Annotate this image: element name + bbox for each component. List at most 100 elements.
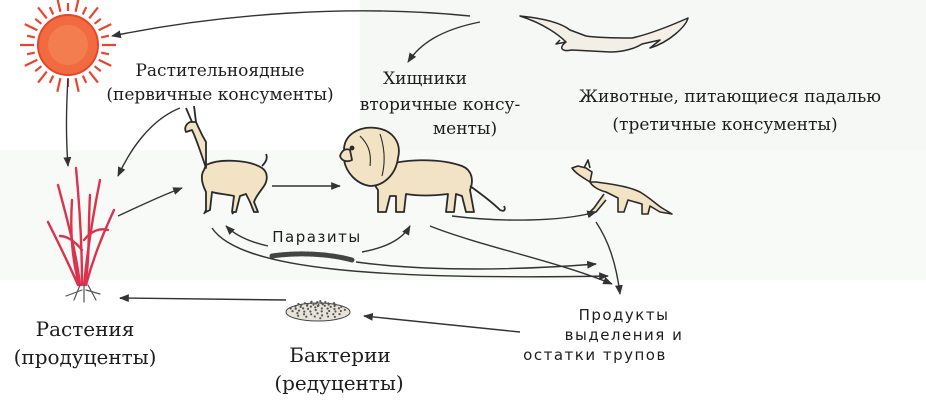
bacteria-dot [319, 300, 322, 303]
sun-ray [34, 17, 43, 25]
bacteria-dot [332, 313, 335, 316]
bacteria-dot [314, 308, 317, 312]
sun-ray [88, 70, 99, 84]
bacteria-dot [327, 315, 330, 318]
sun-ray [100, 51, 110, 56]
waste-label-line2: выделения и [564, 326, 684, 344]
bacteria-dot [326, 312, 329, 315]
bacteria-dot [317, 303, 320, 307]
bacteria-dot [297, 302, 300, 306]
herbivores-title: Растительноядные [135, 61, 305, 81]
predators-subtitle-line1: вторичные консу- [359, 95, 521, 115]
bacteria-dot [327, 302, 330, 305]
sun-ray [48, 75, 55, 84]
arrow-parasite-to-herbivore [225, 225, 269, 247]
bacteria-dot [312, 303, 315, 306]
bacteria-dot [294, 307, 297, 310]
plants-title: Растения [35, 317, 135, 341]
bacteria-dot [303, 302, 307, 305]
bacteria-dot [291, 310, 294, 313]
lion-icon [339, 126, 506, 213]
predators-title: Хищники [383, 69, 467, 89]
bacteria-title: Бактерии [289, 343, 391, 367]
bacteria-dot [320, 314, 324, 317]
arrow-plant-to-herbivore [117, 187, 183, 217]
bacteria-dot [296, 312, 299, 315]
sun-ray [26, 51, 36, 56]
bacteria-dot [334, 310, 337, 313]
arrow-herb-label-to-plant [117, 107, 181, 177]
bacteria-dot [309, 310, 312, 313]
bacteria-dot [294, 305, 297, 308]
bacteria-dot [306, 307, 310, 311]
sun-ray [74, 77, 80, 93]
sun-ray [37, 6, 48, 20]
bacteria-dot [306, 303, 309, 306]
bacteria-dot [339, 309, 342, 313]
arrow-sun-to-plant [63, 77, 72, 167]
bacteria-dot [314, 306, 317, 309]
sun-ray [24, 23, 38, 32]
bacteria-dot [328, 309, 331, 313]
scavengers-subtitle: (третичные консументы) [612, 115, 838, 135]
plants-subtitle: (продуценты) [13, 345, 157, 369]
sun-ray [56, 77, 62, 93]
sun-ray [26, 34, 36, 39]
arrow-predator-to-scavenger [451, 210, 597, 221]
bacteria-dot [310, 300, 313, 303]
bacteria-dot [313, 315, 316, 318]
antelope-icon [184, 105, 268, 215]
sun-ray [98, 58, 112, 67]
sun-ray [98, 23, 112, 32]
sun-ray [56, 0, 62, 13]
bacteria-dot [320, 307, 323, 310]
bacteria-dot [333, 315, 336, 319]
sun-ray [48, 6, 55, 15]
bacteria-subtitle: (редуценты) [274, 371, 404, 395]
sun-ray [24, 58, 38, 67]
scavengers-title: Животные, питающиеся падалью [578, 87, 882, 107]
jackal-icon [571, 159, 673, 215]
bacteria-dot [338, 312, 341, 316]
bacteria-dot [299, 305, 302, 309]
arrow-bird-to-predator [407, 21, 481, 63]
bacteria-dot [297, 309, 301, 312]
sun-ray [74, 0, 80, 13]
arrow-waste-to-bacteria [363, 313, 521, 333]
arrow-scavenger-to-waste [595, 221, 623, 295]
flow-arrows [63, 10, 623, 333]
sun-ray [81, 75, 88, 84]
arrow-bird-to-sun [111, 10, 471, 39]
predators-subtitle-line2: менты) [432, 119, 498, 139]
bacteria-dot [320, 310, 323, 313]
sun-ray [93, 65, 102, 73]
plant-icon [46, 166, 116, 303]
bacteria-dot [323, 304, 326, 307]
bacteria-dot [309, 305, 312, 308]
bacteria-dot [343, 308, 346, 311]
arrow-bacteria-to-plant [119, 294, 287, 303]
bacteria-dot [310, 313, 313, 316]
sun-ray [88, 6, 99, 20]
bacteria-dot [340, 305, 343, 308]
arrow-herbivore-to-waste [211, 227, 609, 281]
bacteria-dot [300, 303, 303, 307]
bacteria-dot [329, 305, 332, 309]
sun-ray [81, 6, 88, 15]
herbivores-subtitle: (первичные консументы) [106, 85, 334, 105]
bacteria-dot [316, 301, 319, 304]
bacteria-dot [314, 302, 318, 305]
sun-ray [100, 34, 110, 39]
bacteria-dot [334, 303, 337, 306]
parasites-label: Паразиты [272, 228, 362, 246]
sun-ray [93, 17, 102, 25]
bacteria-dot [333, 307, 336, 311]
arrow-worm-to-waste [355, 260, 597, 270]
bacteria-dot [319, 317, 322, 320]
sun-icon [20, 0, 116, 93]
sun-ray [37, 70, 48, 84]
bacteria-dot [303, 310, 306, 313]
waste-label-line3: остатки трупов [523, 346, 667, 364]
